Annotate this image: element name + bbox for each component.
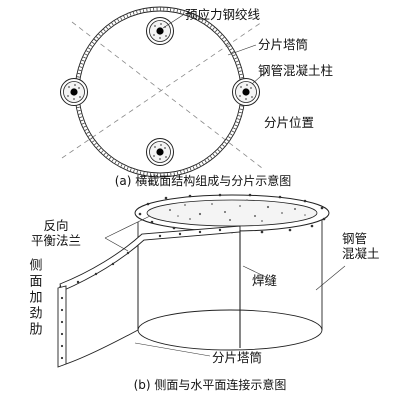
caption-a: (a) 横截面结构组成与分片示意图	[115, 173, 292, 188]
leader-reverse-flange-1	[104, 237, 129, 252]
concrete-top-surface	[146, 199, 318, 227]
strand-top	[156, 27, 164, 35]
label-prestressed-strand: 预应力钢绞线	[185, 7, 261, 22]
label-segment-position: 分片位置	[264, 115, 314, 130]
connection-diagram: 反向 平衡法兰 钢管 混凝土 焊缝 侧面加劲肋 分片塔筒 (b) 侧面与水平面连…	[27, 193, 380, 392]
cross-section-diagram: 预应力钢绞线 分片塔筒 钢管混凝土柱 分片位置 (a) 横截面结构组成与分片示意…	[60, 6, 333, 188]
leader-steel-tube	[315, 265, 346, 291]
leader-weld	[242, 265, 269, 279]
cfst-column-bottom	[146, 138, 174, 166]
label-segmented-tower-a: 分片塔筒	[258, 37, 308, 52]
leader-tower-a	[227, 44, 257, 56]
caption-b: (b) 侧面与水平面连接示意图	[134, 377, 287, 392]
label-side-stiffener: 侧面加劲肋	[27, 258, 43, 338]
stiffener-bolts	[60, 296, 64, 360]
reverse-flange-strip	[59, 225, 241, 292]
tower-segment-panel	[59, 238, 139, 367]
segment-guide-line-1	[71, 21, 263, 169]
side-stiffener-strip	[57, 285, 67, 368]
leader-reverse-flange-2	[104, 215, 151, 239]
label-steel-tube-1: 钢管	[342, 231, 367, 246]
label-reverse-flange-1: 反向	[43, 218, 68, 233]
concrete-aggregate	[169, 199, 306, 222]
flange-strip-bolts	[76, 228, 222, 284]
strand-right	[242, 88, 250, 96]
cylinder-bottom-ellipse	[137, 309, 323, 351]
label-cfst-column: 钢管混凝土柱	[258, 63, 333, 78]
cfst-column-top	[146, 17, 174, 45]
segment-guide-line-2	[61, 21, 263, 159]
leader-cfst	[251, 69, 269, 85]
label-reverse-flange-2: 平衡法兰	[31, 233, 81, 248]
leader-tower-b	[134, 342, 211, 357]
strand-left	[70, 88, 78, 96]
strand-bottom	[156, 148, 164, 156]
label-steel-tube-2: 混凝土	[342, 246, 380, 261]
label-weld: 焊缝	[252, 273, 277, 288]
cfst-column-right	[232, 78, 260, 106]
leader-strand	[162, 14, 184, 29]
label-segmented-tower-b: 分片塔筒	[212, 350, 262, 365]
cfst-column-left	[60, 78, 88, 106]
